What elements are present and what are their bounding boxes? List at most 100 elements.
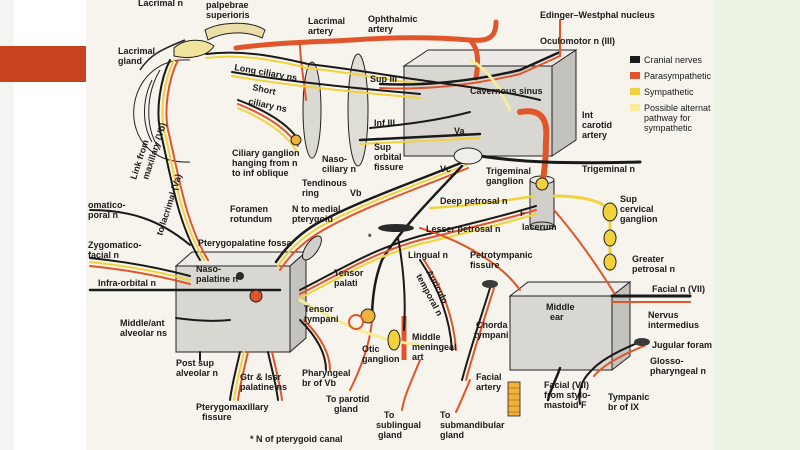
label-facial-stylo-3: mastoid F (544, 400, 587, 410)
label-oculomotor: Oculomotor n (III) (540, 36, 615, 46)
internal-carotid-artery (517, 108, 550, 188)
label-gtr-lssr-2: palatine ns (240, 382, 287, 392)
label-pharyngeal-1: Pharyngeal (302, 368, 351, 378)
fissure-discs (236, 224, 650, 351)
label-tympanic-2: br of IX (608, 402, 639, 412)
label-cavernous-sinus: Cavernous sinus (470, 86, 543, 96)
label-naso-palatine-1: Naso- (196, 264, 221, 274)
label-lacrimal-artery-2: artery (308, 26, 333, 36)
label-lesser-petrosal: Lesser petrosal n (426, 224, 501, 234)
legend-parasympathetic: Parasympathetic (644, 71, 712, 81)
label-to-sublingual-1: To (384, 410, 395, 420)
label-inf-iii: Inf III (374, 118, 395, 128)
label-post-sup-1: Post sup (176, 358, 215, 368)
label-long-ciliary: Long ciliary ns (234, 62, 298, 83)
label-to-parotid-1: To parotid (326, 394, 369, 404)
legend-swatch-sympathetic (630, 88, 640, 95)
label-vc: Vc (440, 164, 451, 174)
label-middle-alveolar-1: Middle/ant (120, 318, 165, 328)
label-to-submandibular-1: To (440, 410, 451, 420)
label-f-lacerum-1: F (520, 208, 526, 218)
label-infra-orbital: Infra-orbital n (98, 278, 156, 288)
label-palpebrae-1: palpebrae (206, 0, 249, 10)
label-zygomatico-facial-2: facial n (88, 250, 119, 260)
legend-cranial: Cranial nerves (644, 55, 703, 65)
label-lacrimal-gland-2: gland (118, 56, 142, 66)
palpebrae-muscle-shape (204, 22, 266, 41)
label-tensor-tympani-2: tympani (304, 314, 339, 324)
label-trigeminal-ganglion-1: Trigeminal (486, 166, 531, 176)
label-lacrimal-gland-1: Lacrimal (118, 46, 155, 56)
label-tensor-tympani-1: Tensor (304, 304, 334, 314)
label-nervus-1: Nervus (648, 310, 679, 320)
label-sup-orbital-2: orbital (374, 152, 402, 162)
ganglia (249, 134, 618, 324)
label-greater-petrosal-2: petrosal n (632, 264, 675, 274)
label-lacrimal-artery-1: Lacrimal (308, 16, 345, 26)
labels: Lacrimal n palpebrae superioris Lacrimal… (88, 0, 712, 444)
label-facial-vii: Facial n (VII) (652, 284, 705, 294)
legend-sympathetic: Sympathetic (644, 87, 694, 97)
label-ciliary-ganglion-3: to inf oblique (232, 168, 289, 178)
label-glosso-2: pharyngeal n (650, 366, 706, 376)
label-sup-orbital-1: Sup (374, 142, 392, 152)
label-to-sublingual-2: sublingual (376, 420, 421, 430)
label-tympanic-1: Tympanic (608, 392, 649, 402)
label-f-lacerum-2: lacerum (522, 222, 557, 232)
legend-alternate-line2: pathway for (644, 113, 691, 123)
label-naso-ciliary-1: Naso- (322, 154, 347, 164)
label-sup-cervical-1: Sup (620, 194, 638, 204)
label-facial-artery-2: artery (476, 382, 501, 392)
label-zygomatico-temporal-2: poral n (88, 210, 118, 220)
label-ophthalmic-artery-2: artery (368, 24, 393, 34)
label-int-carotid-2: carotid (582, 120, 612, 130)
label-middle-meningeal-2: meningeal (412, 342, 457, 352)
label-greater-petrosal-1: Greater (632, 254, 665, 264)
label-asterisk: * (368, 232, 372, 242)
label-otic-2: ganglion (362, 354, 400, 364)
label-n-medial-pterygoid-2: pterygoid (292, 214, 333, 224)
slide-left-margin (0, 0, 14, 450)
pterygopalatine-fossa-box (174, 250, 308, 354)
label-sup-cervical-2: cervical (620, 204, 654, 214)
label-trigeminal-n: Trigeminal n (582, 164, 635, 174)
label-middle-ear-2: ear (550, 312, 564, 322)
label-to-parotid-2: gland (334, 404, 358, 414)
label-middle-ear-1: Middle (546, 302, 575, 312)
legend-swatch-parasympathetic (630, 72, 640, 79)
label-ophthalmic-artery-1: Ophthalmic (368, 14, 418, 24)
label-pterygopalatine-fossa: Pterygopalatine fossa (198, 238, 293, 248)
legend-alternate-line3: sympathetic (644, 123, 693, 133)
label-facial-stylo-2: from stylo- (544, 390, 591, 400)
lacrimal-gland-shape (173, 39, 215, 59)
middle-ear-box (508, 280, 632, 372)
label-tensor-palati-1: Tensor (334, 268, 364, 278)
label-deep-petrosal: Deep petrosal n (440, 196, 508, 206)
label-facial-stylo-1: Facial (VII) (544, 380, 589, 390)
slide-right-margin (714, 0, 800, 450)
label-sup-iii: Sup III (370, 74, 397, 84)
label-facial-artery-1: Facial (476, 372, 502, 382)
label-sup-cervical-3: ganglion (620, 214, 658, 224)
label-footnote: * N of pterygoid canal (250, 434, 343, 444)
label-otic-1: Otic (362, 344, 380, 354)
label-ciliary-ganglion-1: Ciliary ganglion (232, 148, 300, 158)
label-nervus-2: intermedius (648, 320, 699, 330)
label-link-3: to lacrimal (Va) (154, 173, 183, 237)
label-edinger-westphal: Edinger–Westphal nucleus (540, 10, 655, 20)
label-petrotympanic-2: fissure (470, 260, 500, 270)
label-to-submandibular-2: submandibular (440, 420, 505, 430)
eyeball-outline (133, 39, 191, 163)
label-to-submandibular-3: gland (440, 430, 464, 440)
label-pharyngeal-2: br of Vb (302, 378, 336, 388)
legend-alternate-line1: Possible alternat (644, 103, 711, 113)
label-middle-meningeal-1: Middle (412, 332, 441, 342)
label-to-sublingual-3: gland (378, 430, 402, 440)
label-sup-orbital-3: fissure (374, 162, 404, 172)
label-zygomatico-temporal-1: omatico- (88, 200, 126, 210)
label-tendinous-2: ring (302, 188, 319, 198)
label-naso-ciliary-2: ciliary n (322, 164, 356, 174)
label-pterygomaxillary-2: fissure (202, 412, 232, 422)
nerve-pathways (88, 19, 692, 413)
